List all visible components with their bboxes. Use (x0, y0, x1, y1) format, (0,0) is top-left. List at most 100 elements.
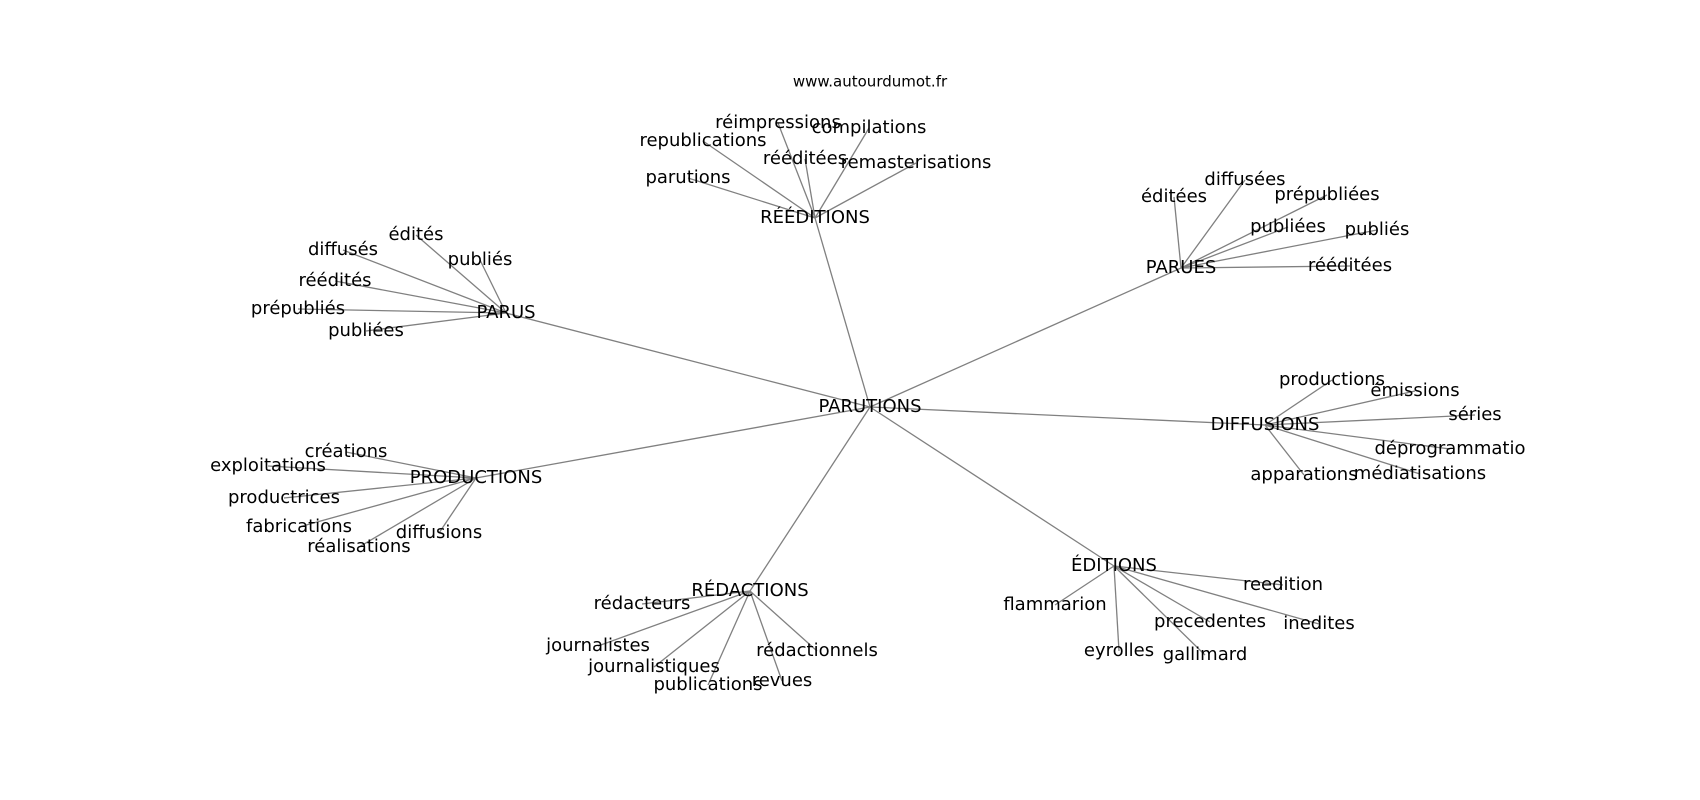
edge-parus-to-prepublies (297, 308, 507, 314)
leaf-node-publications: publications (653, 674, 762, 695)
leaf-node-journalistes: journalistes (545, 635, 650, 656)
hub-node-productions: PRODUCTIONS (410, 467, 543, 488)
edge-parues-to-diffusees (1180, 179, 1246, 269)
edge-reeditions-to-compilations (814, 127, 870, 219)
hub-node-parues: PARUES (1146, 257, 1217, 278)
leaf-node-reeditees: rééditées (1308, 255, 1392, 276)
edge-root-to-reeditions (814, 217, 871, 408)
leaf-node-editees: éditées (1141, 186, 1207, 207)
edge-redactions-to-redacteurs (641, 590, 751, 605)
leaf-node-publies: publiés (448, 249, 513, 270)
edge-productions-to-diffusions (438, 477, 477, 534)
leaf-node-emissions: émissions (1370, 380, 1459, 401)
edge-editions-to-reedition (1113, 565, 1284, 586)
edge-productions-to-fabrications (298, 477, 477, 528)
edge-parues-to-editees (1173, 196, 1182, 269)
leaf-node-publiees: publiées (328, 320, 404, 341)
hub-node-parus: PARUS (476, 302, 535, 323)
edge-parus-to-publiees (365, 312, 507, 332)
edge-reeditions-to-reimpressions (777, 122, 816, 219)
nodes-layer: réimpressionscompilationsrepublicationsr… (210, 112, 1525, 695)
leaf-node-revues: revues (752, 670, 813, 691)
leaf-node-journalistiques: journalistiques (587, 656, 720, 677)
leaf-node-diffusees: diffusées (1204, 169, 1285, 190)
leaf-node-republications: republications (639, 130, 766, 151)
leaf-node-exploitations: exploitations (210, 455, 326, 476)
leaf-node-eyrolles: eyrolles (1084, 640, 1154, 661)
edge-root-to-editions (869, 406, 1115, 567)
edge-parues-to-prepubliees (1180, 194, 1328, 269)
leaf-node-fabrications: fabrications (246, 516, 352, 537)
edge-diffusions-to-apparations (1264, 424, 1305, 476)
edge-editions-to-gallimard (1113, 565, 1206, 656)
leaf-node-reeditees: rééditées (763, 148, 847, 169)
edge-redactions-to-journalistes (597, 590, 751, 647)
leaf-node-reedites: réédités (298, 270, 371, 291)
leaf-node-publies: publiés (1345, 219, 1410, 240)
edge-editions-to-flammarion (1054, 565, 1115, 606)
hub-node-redactions: RÉDACTIONS (691, 579, 808, 601)
edge-root-to-diffusions (869, 406, 1266, 426)
leaf-node-reimpressions: réimpressions (715, 112, 841, 133)
hub-node-diffusions: DIFFUSIONS (1211, 414, 1320, 435)
leaf-node-apparations: apparations (1250, 464, 1357, 485)
root-node: PARUTIONS (818, 396, 921, 417)
edge-reeditions-to-remasterisations (814, 162, 917, 219)
leaf-node-gallimard: gallimard (1163, 644, 1248, 665)
leaf-node-precedentes: precedentes (1154, 611, 1266, 632)
edge-parues-to-publies (1180, 229, 1378, 269)
edge-parus-to-publies (479, 259, 507, 314)
edge-parues-to-publiees (1180, 226, 1289, 269)
edge-reeditions-to-reeditees (804, 158, 816, 219)
hub-node-editions: ÉDITIONS (1071, 554, 1157, 576)
leaf-node-diffuses: diffusés (308, 239, 378, 260)
leaf-node-inedites: inedites (1283, 613, 1354, 634)
leaf-node-productions: productions (1279, 369, 1385, 390)
edge-parus-to-reedites (334, 280, 507, 314)
leaf-node-compilations: compilations (812, 117, 927, 138)
edge-diffusions-to-series (1264, 414, 1476, 426)
edge-root-to-redactions (749, 406, 871, 592)
edge-editions-to-eyrolles (1113, 565, 1120, 652)
edge-diffusions-to-deprogrammatio (1264, 424, 1451, 450)
leaf-node-flammarion: flammarion (1003, 594, 1106, 615)
edge-root-to-parus (505, 312, 871, 408)
leaf-node-mediatisations: médiatisations (1354, 463, 1486, 484)
leaf-node-deprogrammatio: déprogrammatio (1375, 438, 1526, 459)
leaf-node-reedition: reedition (1243, 574, 1323, 595)
edge-redactions-to-publications (707, 590, 751, 686)
leaf-node-prepubliees: prépubliées (1274, 184, 1379, 205)
edge-productions-to-creations (345, 451, 477, 479)
site-url-label: www.autourdumot.fr (793, 73, 948, 91)
edge-productions-to-exploitations (267, 465, 477, 479)
edge-diffusions-to-mediatisations (1264, 424, 1421, 475)
edge-root-to-parues (869, 267, 1182, 408)
edge-productions-to-productrices (283, 477, 477, 499)
edge-editions-to-inedites (1113, 565, 1320, 625)
edge-diffusions-to-emissions (1264, 390, 1416, 426)
edge-parus-to-diffuses (342, 249, 507, 314)
leaf-node-productrices: productrices (228, 487, 340, 508)
edge-editions-to-precedentes (1113, 565, 1211, 623)
leaf-node-prepublies: prépubliés (251, 298, 345, 319)
edges-layer (267, 122, 1476, 686)
leaf-node-redacteurs: rédacteurs (594, 593, 691, 614)
edge-productions-to-realisations (358, 477, 477, 548)
leaf-node-creations: créations (305, 441, 388, 462)
leaf-node-diffusions: diffusions (396, 522, 482, 543)
leaf-node-publiees: publiées (1250, 216, 1326, 237)
hub-node-reeditions: RÉÉDITIONS (760, 206, 870, 228)
edge-diffusions-to-productions (1264, 379, 1333, 426)
leaf-node-realisations: réalisations (307, 536, 410, 557)
leaf-node-edites: édités (388, 224, 443, 245)
edge-redactions-to-redactionnels (749, 590, 818, 652)
edge-redactions-to-revues (749, 590, 783, 682)
leaf-node-remasterisations: remasterisations (841, 152, 992, 173)
leaf-node-parutions: parutions (645, 167, 730, 188)
edge-parus-to-edites (415, 234, 507, 314)
leaf-node-series: séries (1448, 404, 1501, 425)
edge-reeditions-to-parutions (687, 177, 816, 219)
edge-reeditions-to-republications (702, 140, 816, 219)
edge-root-to-productions (475, 406, 871, 479)
